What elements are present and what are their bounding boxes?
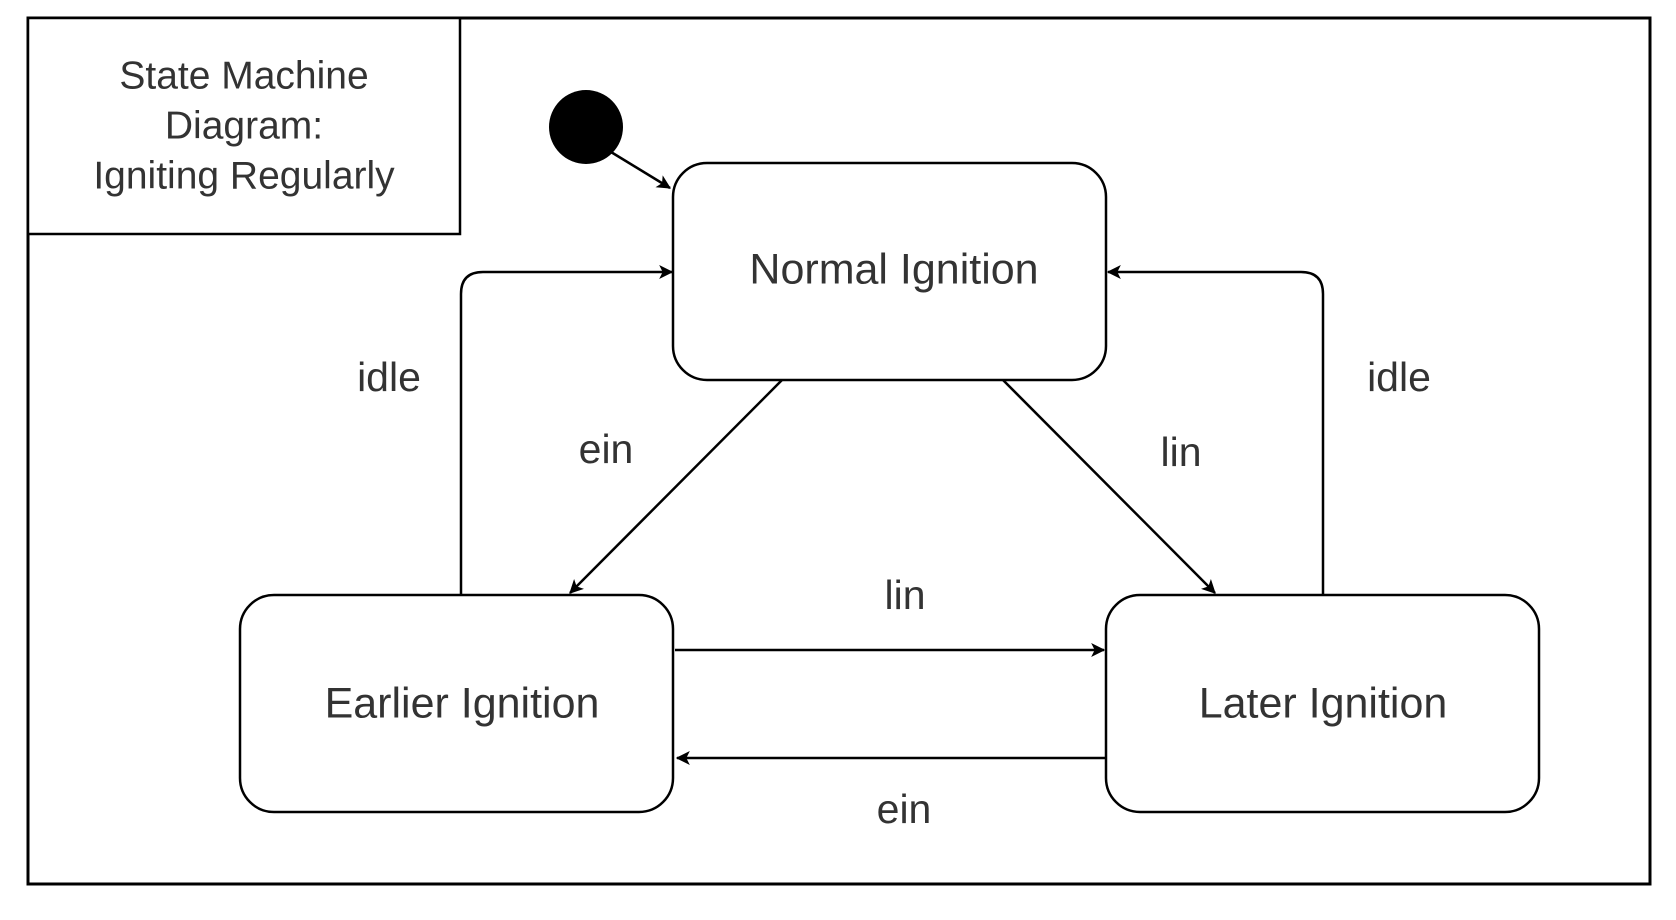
initial-state-node — [549, 90, 623, 164]
title-box — [26, 16, 462, 236]
initial-transition-arrow — [610, 150, 671, 190]
title-line-3: Igniting Regularly — [93, 154, 395, 197]
transition-normal-to-later — [1002, 379, 1216, 594]
title-line-1: State Machine — [119, 54, 368, 97]
label-normal-to-earlier: ein — [579, 426, 634, 472]
state-normal-ignition-label: Normal Ignition — [749, 245, 1038, 293]
transition-later-to-normal — [1106, 265, 1325, 595]
title-line-2: Diagram: — [165, 104, 323, 147]
state-earlier-ignition — [238, 593, 675, 814]
label-later-to-normal: idle — [1367, 354, 1431, 400]
state-later-ignition-label: Later Ignition — [1199, 679, 1448, 727]
transition-earlier-to-normal — [459, 265, 674, 595]
transition-normal-to-earlier — [569, 379, 783, 594]
label-normal-to-later: lin — [1160, 429, 1201, 475]
label-earlier-to-normal: idle — [357, 354, 421, 400]
label-later-to-earlier: ein — [877, 786, 932, 832]
label-earlier-to-later: lin — [884, 572, 925, 618]
state-earlier-ignition-label: Earlier Ignition — [325, 679, 600, 727]
